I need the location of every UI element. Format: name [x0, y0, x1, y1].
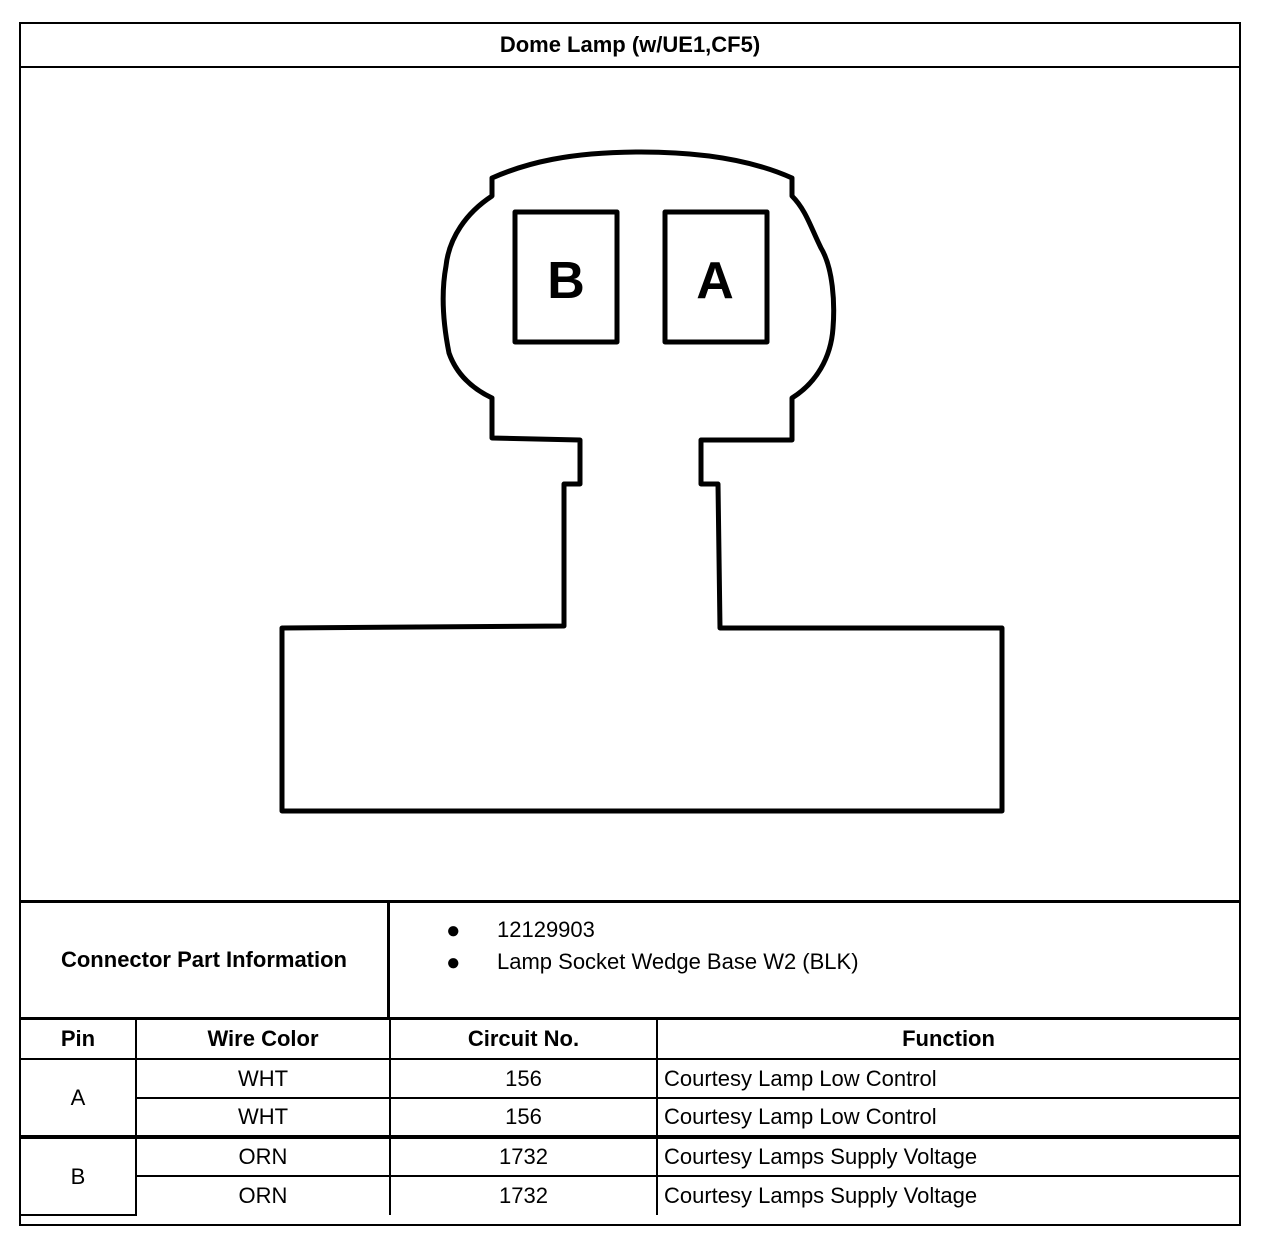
function-cell: Courtesy Lamps Supply Voltage [656, 1175, 1239, 1215]
header-pin: Pin [21, 1020, 137, 1060]
header-wire-color: Wire Color [135, 1020, 391, 1060]
connector-housing-outline [279, 149, 1005, 814]
table-row: ORN 1732 Courtesy Lamps Supply Voltage [21, 1175, 1239, 1215]
info-item-text: Lamp Socket Wedge Base W2 (BLK) [497, 949, 859, 974]
bullet-icon: ● [446, 917, 461, 944]
connector-sheet: Dome Lamp (w/UE1,CF5) B A Connector Part… [19, 22, 1241, 1226]
circuit-cell: 1732 [389, 1135, 658, 1177]
function-cell: Courtesy Lamp Low Control [656, 1097, 1239, 1138]
table-header-row: Pin Wire Color Circuit No. Function [21, 1020, 1239, 1060]
cavity-a [662, 209, 770, 345]
pin-cell: B [21, 1135, 137, 1216]
wire-color-cell: WHT [135, 1058, 391, 1099]
table-row: B ORN 1732 Courtesy Lamps Supply Voltage [21, 1135, 1239, 1216]
cavity-a-label: A [696, 252, 734, 310]
table-row: WHT 156 Courtesy Lamp Low Control [21, 1097, 1239, 1138]
table-row: A WHT 156 Courtesy Lamp Low Control [21, 1058, 1239, 1138]
page-title: Dome Lamp (w/UE1,CF5) [21, 24, 1239, 68]
connector-drawing: B A [279, 149, 1005, 814]
circuit-cell: 156 [389, 1058, 658, 1099]
header-function: Function [656, 1020, 1239, 1060]
connector-info-label: Connector Part Information [21, 903, 390, 1017]
function-cell: Courtesy Lamps Supply Voltage [656, 1135, 1239, 1177]
pin-cell: A [21, 1058, 137, 1138]
circuit-cell: 1732 [389, 1175, 658, 1215]
pinout-table: Pin Wire Color Circuit No. Function A WH… [21, 1020, 1239, 1216]
function-cell: Courtesy Lamp Low Control [656, 1058, 1239, 1099]
wire-color-cell: ORN [135, 1135, 391, 1177]
bullet-icon: ● [446, 949, 461, 976]
connector-info-list: ● 12129903 ● Lamp Socket Wedge Base W2 (… [390, 903, 1239, 1017]
info-item-text: 12129903 [497, 917, 595, 942]
circuit-cell: 156 [389, 1097, 658, 1138]
header-circuit-no: Circuit No. [389, 1020, 658, 1060]
connector-part-info: Connector Part Information ● 12129903 ● … [21, 900, 1239, 1020]
wire-color-cell: WHT [136, 1097, 391, 1138]
cavity-b [512, 209, 620, 345]
connector-diagram: B A [21, 68, 1239, 900]
cavity-b-label: B [547, 252, 585, 310]
wire-color-cell: ORN [136, 1175, 391, 1215]
